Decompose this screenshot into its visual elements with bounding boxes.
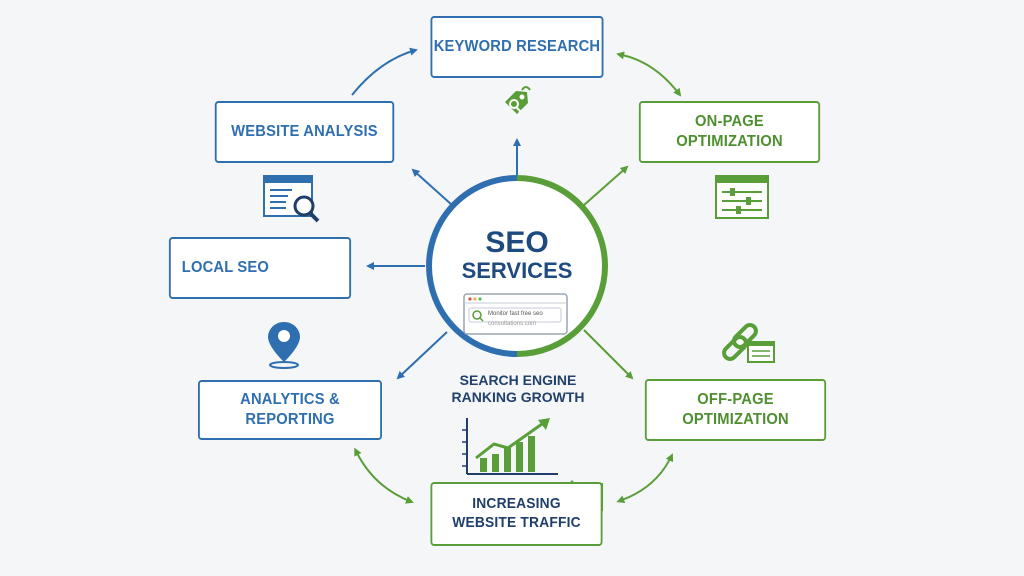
node-analytics-reporting: ANALYTICS & REPORTING <box>198 380 382 440</box>
bar-chart-icon <box>462 418 558 475</box>
arrow-to-analytics <box>396 331 448 380</box>
tag-key-icon <box>505 86 531 114</box>
mini-search-text: Monitor fast free seo <box>488 311 543 317</box>
arrow-to-off-page <box>583 329 634 380</box>
curve-keyword-to-onpage <box>616 51 682 97</box>
ranking-growth-label: SEARCH ENGINE RANKING GROWTH <box>428 372 608 406</box>
ranking-line2: RANKING GROWTH <box>451 388 585 405</box>
node-local-seo: LOCAL SEO <box>168 237 352 299</box>
center-subtitle: SERVICES <box>461 258 573 283</box>
curve-analytics-to-traffic <box>354 447 414 504</box>
node-traffic-line1: INCREASING <box>472 495 561 513</box>
arrow-to-website-analysis <box>411 168 453 206</box>
node-website-analysis: WEBSITE ANALYSIS <box>214 101 395 163</box>
magnifier-webpage-icon <box>263 175 320 223</box>
node-off-page-optimization: OFF-PAGE OPTIMIZATION <box>644 379 827 441</box>
mini-search-subtext: consultations.com <box>488 321 537 327</box>
node-traffic-line2: WEBSITE TRAFFIC <box>452 514 581 531</box>
curve-website-to-keyword <box>351 47 418 96</box>
node-on-page-label: ON-PAGE OPTIMIZATION <box>676 113 783 150</box>
node-increasing-traffic: INCREASING WEBSITE TRAFFIC <box>430 482 603 546</box>
curve-traffic-to-offpage <box>616 453 674 504</box>
node-website-analysis-label: WEBSITE ANALYSIS <box>231 123 378 140</box>
node-local-seo-label: LOCAL SEO <box>181 259 270 276</box>
node-off-page-label: OFF-PAGE OPTIMIZATION <box>682 391 789 428</box>
sliders-icon <box>715 175 769 219</box>
arrow-to-on-page <box>583 165 629 206</box>
node-keyword-research: KEYWORD RESEARCH <box>430 16 604 78</box>
mini-search-bar <box>463 293 568 335</box>
center-title: SEO <box>485 226 549 259</box>
location-pin-icon <box>268 322 300 369</box>
node-analytics-label: ANALYTICS & REPORTING <box>240 391 340 428</box>
chain-link-icon <box>722 323 775 363</box>
ranking-line1: SEARCH ENGINE <box>459 372 577 388</box>
node-on-page-optimization: ON-PAGE OPTIMIZATION <box>638 101 821 163</box>
node-keyword-research-label: KEYWORD RESEARCH <box>433 38 601 55</box>
